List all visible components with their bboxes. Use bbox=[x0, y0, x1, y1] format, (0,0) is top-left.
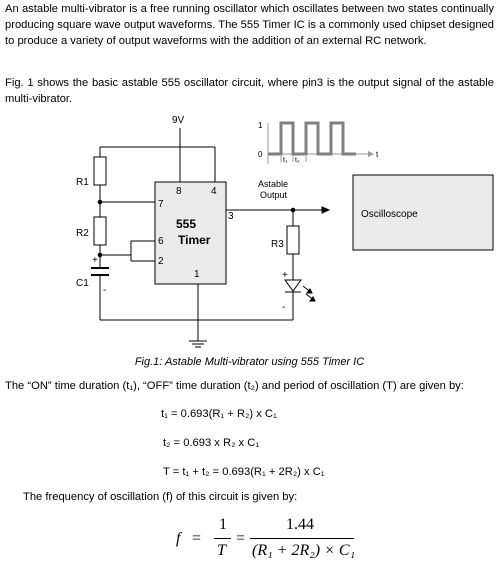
oscilloscope-box bbox=[352, 174, 494, 251]
pin-1: 1 bbox=[194, 269, 200, 280]
output-arrow-icon bbox=[321, 206, 331, 214]
c1-plus: + bbox=[92, 255, 98, 266]
led-icon bbox=[284, 279, 302, 292]
formula-num2: 1.44 bbox=[286, 516, 314, 533]
wave-t2-label: t₂ bbox=[295, 157, 300, 164]
formula-eq1: = bbox=[192, 530, 202, 547]
timing-paragraph: The “ON” time duration (t₁), “OFF” time … bbox=[5, 380, 464, 392]
astable-circuit-figure: 9V R1 R2 + - C1 8 4 7 3 555 6 Timer 2 1 … bbox=[76, 115, 494, 348]
pin-8: 8 bbox=[176, 186, 182, 197]
supply-label: 9V bbox=[172, 115, 185, 126]
formula-eq2: = bbox=[236, 530, 246, 547]
pin-4: 4 bbox=[211, 186, 217, 197]
formula-den2: (R₁ + 2R₂) × C₁ bbox=[252, 542, 356, 559]
formula-den1: T bbox=[217, 542, 226, 559]
r1-label: R1 bbox=[76, 177, 89, 188]
ic-label-timer: Timer bbox=[178, 233, 211, 247]
figure-caption: Fig.1: Astable Multi-vibrator using 555 … bbox=[134, 356, 365, 368]
led-minus: - bbox=[282, 302, 285, 313]
pin-6: 6 bbox=[158, 236, 164, 247]
pin-2: 2 bbox=[158, 256, 164, 267]
c1-label: C1 bbox=[76, 278, 89, 289]
r3-label: R3 bbox=[271, 239, 284, 250]
square-wave bbox=[268, 121, 356, 156]
pin-3: 3 bbox=[228, 211, 234, 222]
equation-t1: t₁ = 0.693(R₁ + R₂) x C₁ bbox=[161, 408, 277, 420]
resistor-r2 bbox=[93, 216, 107, 246]
led-plus: + bbox=[282, 270, 288, 281]
formula-num1: 1 bbox=[219, 516, 227, 533]
ic-label-555: 555 bbox=[176, 217, 196, 231]
wave-time-label: t bbox=[376, 150, 379, 159]
formula-f: f bbox=[176, 530, 181, 547]
resistor-r3 bbox=[286, 225, 300, 255]
astable-output-label-2: Output bbox=[260, 190, 288, 200]
wave-high-label: 1 bbox=[258, 121, 263, 130]
wave-t1-label: t₁ bbox=[283, 157, 288, 164]
c1-minus: - bbox=[103, 285, 106, 296]
wave-low-label: 0 bbox=[258, 150, 263, 159]
intro-paragraph: An astable multi-vibrator is a free runn… bbox=[5, 3, 494, 47]
equation-t2: t₂ = 0.693 x R₂ x C₁ bbox=[163, 437, 260, 449]
resistor-r1 bbox=[93, 156, 107, 186]
equation-period: T = t₁ + t₂ = 0.693(R₁ + 2R₂) x C₁ bbox=[163, 466, 325, 478]
figure-intro-paragraph: Fig. 1 shows the basic astable 555 oscil… bbox=[5, 77, 494, 105]
frequency-paragraph: The frequency of oscillation (f) of this… bbox=[23, 491, 298, 503]
pin-7: 7 bbox=[158, 199, 164, 210]
ic-555-timer bbox=[154, 181, 227, 285]
r2-label: R2 bbox=[76, 228, 89, 239]
oscilloscope-label: Oscilloscope bbox=[361, 209, 418, 220]
astable-output-label-1: Astable bbox=[258, 179, 288, 189]
